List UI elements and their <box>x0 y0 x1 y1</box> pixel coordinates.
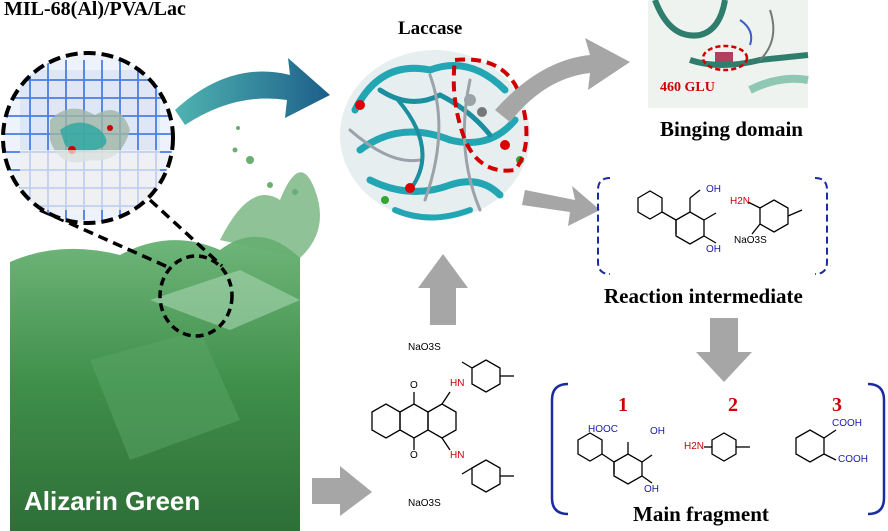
fragment-2-h2n: H2N <box>684 441 705 452</box>
binding-domain-inset <box>648 0 809 108</box>
dye-structure <box>371 359 514 493</box>
zoom-target-circle <box>158 254 234 338</box>
chem-oh-top: OH <box>706 184 721 195</box>
fragment-3-number: 3 <box>832 394 842 416</box>
fragment-1-number: 1 <box>618 394 628 416</box>
fragment-3-cooh-top: COOH <box>832 418 862 429</box>
zoom-connector-left <box>39 208 171 270</box>
fragment-bracket-right <box>867 382 886 516</box>
intermediate-structure-1 <box>637 189 717 245</box>
dye-label: Alizarin Green <box>24 486 201 516</box>
laccase-protein <box>340 50 530 221</box>
fragment-1-oh-bottom: OH <box>644 484 659 495</box>
intermediate-structure-2 <box>747 199 803 235</box>
dye-hn-top: HN <box>450 378 465 389</box>
fragment-3-structure <box>795 429 837 463</box>
dye-o-bottom: O <box>410 450 418 461</box>
composite-label: MIL-68(Al)/PVA/Lac <box>4 0 186 20</box>
zoom-connector-right <box>148 198 224 268</box>
binding-domain-label: Binging domain <box>660 117 803 141</box>
fragment-3-cooh-bottom: COOH <box>838 454 868 465</box>
fragment-bracket-left <box>550 382 569 516</box>
dye-o-top: O <box>410 380 418 391</box>
gray-arrow-binding <box>495 38 630 122</box>
mof-zoom-circle <box>1 51 175 225</box>
chem-oh-bottom: OH <box>706 244 721 255</box>
fragment-2-structure <box>704 432 750 462</box>
residue-label: 460 GLU <box>660 80 715 95</box>
teal-arrow <box>175 58 330 125</box>
fragment-1-hooc: HOOC <box>588 424 618 435</box>
dye-naso3s-top: NaO3S <box>408 342 441 353</box>
dye-hn-bottom: HN <box>450 450 465 461</box>
chem-naso3s: NaO3S <box>734 235 767 246</box>
main-fragment-label: Main fragment <box>633 502 769 526</box>
gray-arrow-up <box>418 254 468 325</box>
fragment-2-number: 2 <box>728 394 738 416</box>
fragment-1-structure <box>577 432 653 485</box>
chem-h2n: H2N <box>730 196 751 207</box>
intermediate-label: Reaction intermediate <box>604 284 803 308</box>
gray-arrow-down <box>696 318 752 382</box>
water-block <box>10 126 320 531</box>
intermediate-bracket-left <box>597 177 611 275</box>
gray-arrow-right <box>312 466 372 516</box>
intermediate-bracket-right <box>814 177 828 275</box>
gray-arrow-intermediate <box>522 186 600 226</box>
laccase-label: Laccase <box>398 18 463 39</box>
dye-naso3s-bottom: NaO3S <box>408 498 441 509</box>
fragment-1-oh-top: OH <box>650 426 665 437</box>
binding-site-highlight <box>451 57 529 173</box>
